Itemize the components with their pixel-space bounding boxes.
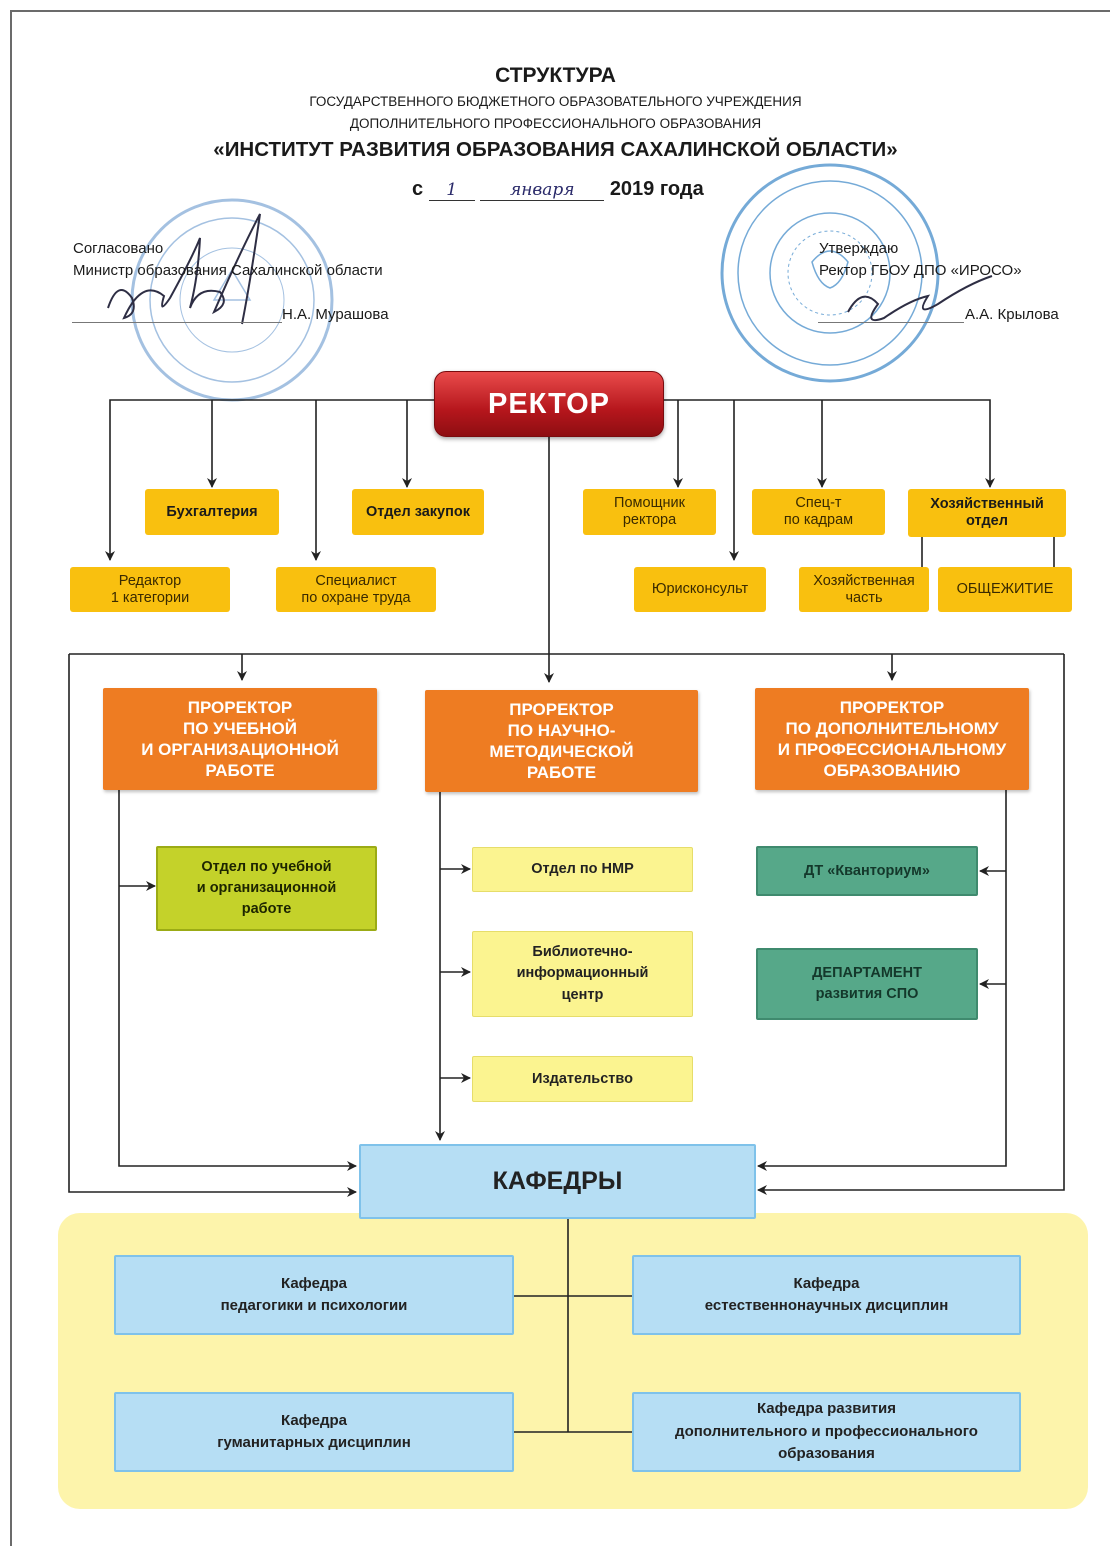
- unit-accounting: Бухгалтерия: [145, 489, 279, 535]
- date-prefix: с: [412, 178, 424, 200]
- approval-right-label: Утверждаю: [819, 240, 899, 257]
- page-frame: [10, 10, 1110, 1546]
- prorector-academic-line2: ПО УЧЕБНОЙ: [183, 718, 297, 738]
- dept-publishing: Издательство: [472, 1056, 693, 1102]
- prorector-academic: ПРОРЕКТОР ПО УЧЕБНОЙ И ОРГАНИЗАЦИОННОЙ Р…: [103, 688, 377, 790]
- prorector-academic-line4: РАБОТЕ: [205, 761, 275, 781]
- unit-rector-assistant-line2: ректора: [622, 512, 677, 528]
- date-month: января: [480, 180, 605, 201]
- dept-library-center-line1: Библиотечно-: [532, 944, 633, 961]
- unit-safety-specialist-line1: Специалист: [315, 572, 397, 589]
- dept-academic-org: Отдел по учебной и организационной работ…: [156, 846, 377, 931]
- approval-left-name: Н.А. Мурашова: [282, 306, 389, 323]
- document-subtitle-1: ГОСУДАРСТВЕННОГО БЮДЖЕТНОГО ОБРАЗОВАТЕЛЬ…: [309, 94, 802, 109]
- dept-library-center: Библиотечно- информационный центр: [472, 931, 693, 1017]
- chair-development-line3: образования: [778, 1445, 875, 1463]
- unit-editor: Редактор 1 категории: [70, 567, 230, 612]
- unit-household-dept: Хозяйственный отдел: [908, 489, 1066, 537]
- dept-academic-org-line3: работе: [241, 901, 292, 917]
- chair-pedagogy: Кафедра педагогики и психологии: [114, 1255, 514, 1335]
- approval-right-name: А.А. Крылова: [965, 306, 1059, 323]
- chair-humanities-line2: гуманитарных дисциплин: [217, 1434, 411, 1451]
- unit-safety-specialist-line2: по охране труда: [301, 589, 411, 606]
- prorector-research-line4: РАБОТЕ: [526, 763, 597, 783]
- chair-development-line2: дополнительного и профессионального: [675, 1422, 978, 1440]
- institution-name: «ИНСТИТУТ РАЗВИТИЯ ОБРАЗОВАНИЯ САХАЛИНСК…: [213, 138, 898, 161]
- unit-household-part-line2: часть: [845, 589, 883, 606]
- prorector-additional-line4: ОБРАЗОВАНИЮ: [823, 761, 961, 781]
- unit-editor-line1: Редактор: [118, 572, 182, 589]
- prorector-research: ПРОРЕКТОР ПО НАУЧНО- МЕТОДИЧЕСКОЙ РАБОТЕ: [425, 690, 698, 792]
- unit-hr-specialist: Спец-т по кадрам: [752, 489, 885, 535]
- chair-humanities: Кафедра гуманитарных дисциплин: [114, 1392, 514, 1472]
- dept-academic-org-line2: и организационной: [196, 879, 337, 896]
- unit-editor-line2: 1 категории: [110, 589, 190, 606]
- prorector-additional-line3: И ПРОФЕССИОНАЛЬНОМУ: [777, 740, 1007, 759]
- chair-development: Кафедра развития дополнительного и профе…: [632, 1392, 1021, 1472]
- unit-rector-assistant-line1: Помощник: [614, 495, 685, 512]
- prorector-additional: ПРОРЕКТОР ПО ДОПОЛНИТЕЛЬНОМУ И ПРОФЕССИО…: [755, 688, 1029, 790]
- unit-rector-assistant: Помощник ректора: [583, 489, 716, 535]
- unit-dormitory: ОБЩЕЖИТИЕ: [938, 567, 1072, 612]
- left-signature: [107, 213, 261, 325]
- chair-natural-sciences-line2: естественнонаучных дисциплин: [704, 1297, 949, 1314]
- document-title: СТРУКТУРА: [495, 64, 616, 87]
- unit-hr-specialist-line2: по кадрам: [783, 512, 854, 528]
- effective-date: с 1 января 2019 года: [412, 178, 704, 201]
- unit-safety-specialist: Специалист по охране труда: [276, 567, 436, 612]
- prorector-additional-line1: ПРОРЕКТОР: [839, 697, 945, 717]
- date-day: 1: [428, 180, 475, 201]
- chair-pedagogy-line1: Кафедра: [281, 1274, 347, 1292]
- prorector-additional-line2: ПО ДОПОЛНИТЕЛЬНОМУ: [785, 718, 999, 738]
- prorector-academic-line1: ПРОРЕКТОР: [187, 697, 293, 717]
- approval-left-position: Министр образования Сахалинской области: [73, 262, 383, 279]
- prorector-research-line1: ПРОРЕКТОР: [509, 699, 614, 719]
- prorector-research-line2: ПО НАУЧНО-: [507, 720, 616, 740]
- approval-left-label: Согласовано: [73, 240, 164, 257]
- chairs-header: КАФЕДРЫ: [359, 1144, 756, 1219]
- chair-natural-sciences: Кафедра естественнонаучных дисциплин: [632, 1255, 1021, 1335]
- unit-procurement: Отдел закупок: [352, 489, 484, 535]
- prorector-research-line3: МЕТОДИЧЕСКОЙ: [489, 742, 634, 761]
- dept-kvantorium: ДТ «Кванториум»: [756, 846, 978, 896]
- approval-left-signature-line: [72, 322, 282, 323]
- unit-household-part-line1: Хозяйственная: [813, 572, 915, 589]
- unit-lawyer: Юрисконсульт: [634, 567, 766, 612]
- chair-natural-sciences-line1: Кафедра: [793, 1274, 860, 1292]
- rector-box: РЕКТОР: [434, 371, 664, 437]
- chair-development-line1: Кафедра развития: [756, 1400, 897, 1418]
- right-signature: [847, 275, 993, 322]
- dept-academic-org-line1: Отдел по учебной: [201, 858, 332, 875]
- chair-pedagogy-line2: педагогики и психологии: [220, 1297, 408, 1314]
- approval-right-position: Ректор ГБОУ ДПО «ИРОСО»: [819, 262, 1022, 279]
- prorector-academic-line3: И ОРГАНИЗАЦИОННОЙ: [141, 740, 339, 759]
- approval-right-signature-line: [818, 322, 964, 323]
- unit-household-part: Хозяйственная часть: [799, 567, 929, 612]
- dept-nmr: Отдел по НМР: [472, 847, 693, 892]
- dept-spo-development-line1: ДЕПАРТАМЕНТ: [812, 964, 922, 981]
- dept-spo-development: ДЕПАРТАМЕНТ развития СПО: [756, 948, 978, 1020]
- chair-humanities-line1: Кафедра: [281, 1411, 347, 1429]
- unit-household-dept-line2: отдел: [966, 513, 1008, 529]
- dept-library-center-line3: центр: [561, 986, 604, 1003]
- document-subtitle-2: ДОПОЛНИТЕЛЬНОГО ПРОФЕССИОНАЛЬНОГО ОБРАЗО…: [349, 116, 762, 131]
- unit-household-dept-line1: Хозяйственный: [930, 496, 1044, 513]
- right-stamp: [720, 163, 940, 383]
- dept-spo-development-line2: развития СПО: [815, 986, 919, 1002]
- unit-hr-specialist-line1: Спец-т: [795, 495, 842, 512]
- date-suffix: 2019 года: [609, 178, 704, 200]
- dept-library-center-line2: информационный: [516, 965, 649, 982]
